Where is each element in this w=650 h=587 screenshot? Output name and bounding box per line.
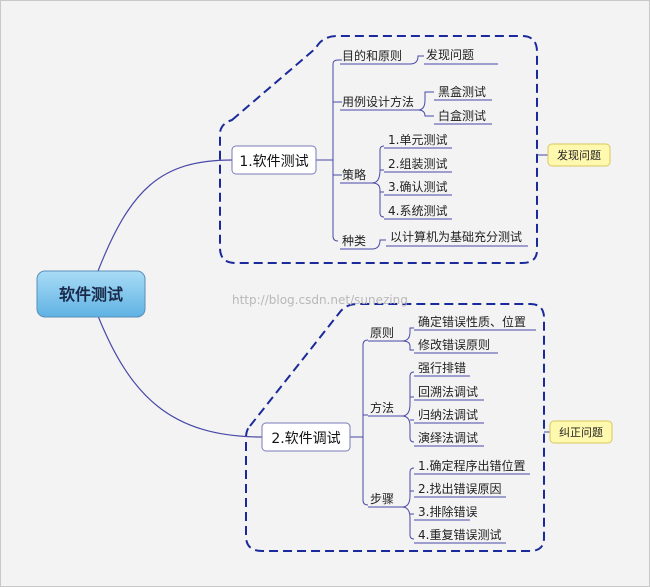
group-label[interactable]: 用例设计方法 bbox=[342, 94, 414, 109]
watermark: http://blog.csdn.net/sunezing bbox=[232, 293, 408, 307]
leaf-item[interactable]: 1.确定程序出错位置 bbox=[418, 458, 525, 473]
connectors-branch-debugging bbox=[350, 327, 550, 544]
leaf-item[interactable]: 2.组装测试 bbox=[388, 156, 447, 171]
callout-find-problems[interactable]: 发现问题 bbox=[547, 143, 611, 167]
leaf-item[interactable]: 演绎法调试 bbox=[418, 430, 478, 445]
leaf-item[interactable]: 3.确认测试 bbox=[388, 179, 447, 194]
branch-node-testing[interactable]: 1.软件测试 bbox=[231, 145, 317, 175]
leaf-item[interactable]: 强行排错 bbox=[418, 361, 466, 375]
leaf-item[interactable]: 3.排除错误 bbox=[418, 504, 477, 519]
connector-root-debugging bbox=[97, 315, 263, 438]
group-label[interactable]: 原则 bbox=[370, 326, 394, 340]
leaf-item[interactable]: 回溯法调试 bbox=[418, 384, 478, 399]
group-label[interactable]: 目的和原则 bbox=[342, 48, 402, 63]
callout-fix-problems[interactable]: 纠正问题 bbox=[549, 420, 613, 444]
leaf-item[interactable]: 归纳法调试 bbox=[418, 407, 478, 422]
boundary-testing bbox=[219, 35, 538, 264]
leaf-item[interactable]: 修改错误原则 bbox=[418, 337, 490, 352]
branch-node-debugging[interactable]: 2.软件调试 bbox=[261, 422, 351, 452]
group-label[interactable]: 种类 bbox=[342, 234, 366, 248]
callout-label: 发现问题 bbox=[557, 148, 601, 162]
leaf-item[interactable]: 黑盒测试 bbox=[438, 84, 486, 99]
leaf-item[interactable]: 4.重复错误测试 bbox=[418, 527, 501, 542]
leaf-item[interactable]: 以计算机为基础充分测试 bbox=[390, 229, 522, 244]
leaf-item[interactable]: 发现问题 bbox=[426, 47, 474, 62]
leaf-item[interactable]: 1.单元测试 bbox=[388, 132, 447, 147]
leaf-item[interactable]: 4.系统测试 bbox=[388, 203, 447, 218]
root-node[interactable]: 软件测试 bbox=[36, 270, 146, 318]
group-label[interactable]: 步骤 bbox=[370, 492, 394, 506]
connectors-branch-testing bbox=[316, 55, 548, 250]
callout-label: 纠正问题 bbox=[559, 426, 603, 439]
leaf-item[interactable]: 确定错误性质、位置 bbox=[418, 314, 526, 329]
branch-label-testing: 1.软件测试 bbox=[239, 154, 308, 170]
branch-label-debugging: 2.软件调试 bbox=[271, 431, 340, 447]
leaf-item[interactable]: 白盒测试 bbox=[438, 108, 486, 123]
boundary-debugging bbox=[245, 303, 545, 552]
leaf-item[interactable]: 2.找出错误原因 bbox=[418, 482, 501, 496]
connector-root-testing bbox=[97, 159, 233, 272]
group-label[interactable]: 策略 bbox=[342, 167, 366, 182]
root-label: 软件测试 bbox=[59, 285, 123, 304]
group-label[interactable]: 方法 bbox=[370, 400, 394, 415]
